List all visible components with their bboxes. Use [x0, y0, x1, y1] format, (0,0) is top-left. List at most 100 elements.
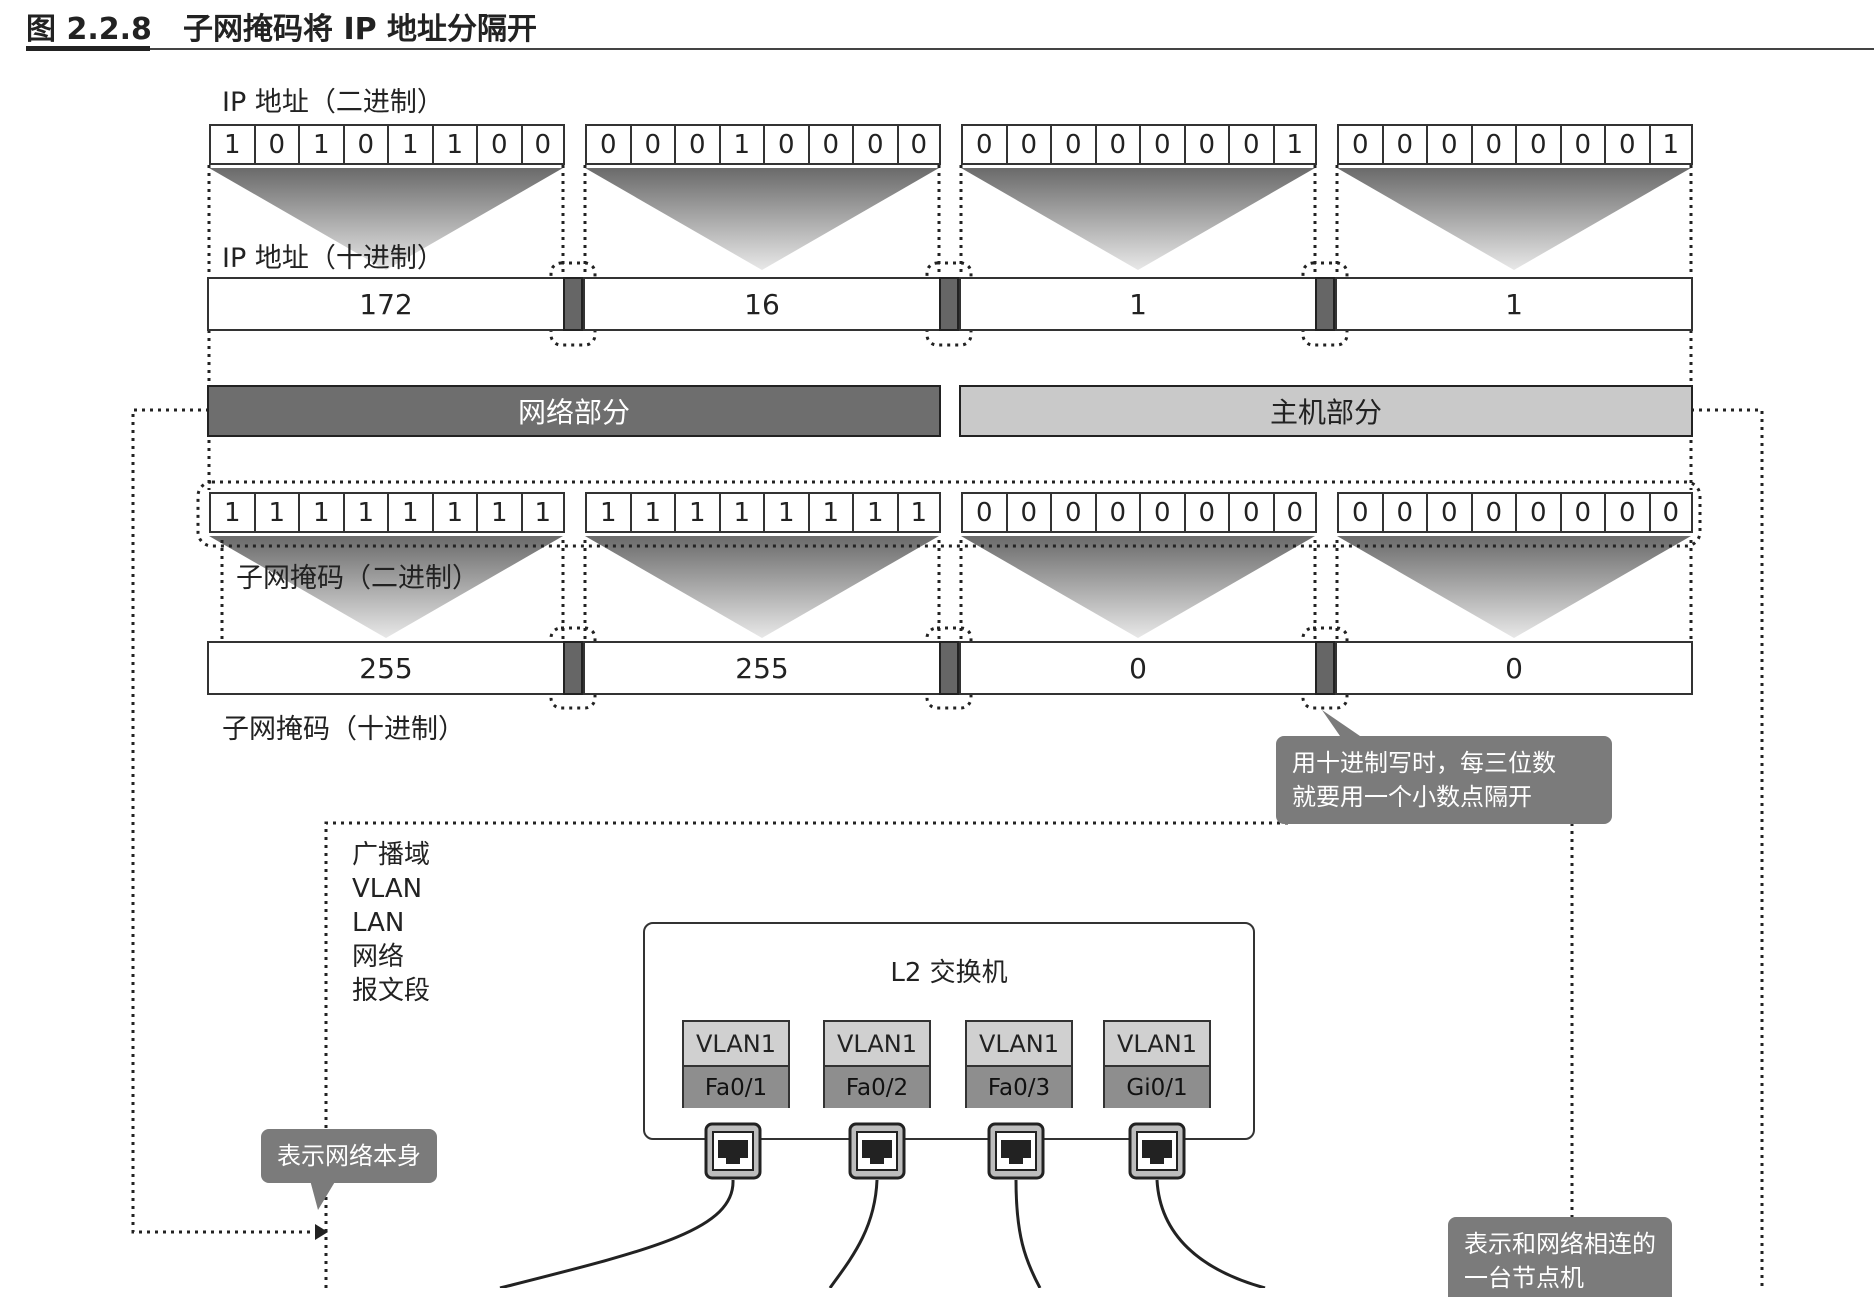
callout-line: 一台节点机 [1464, 1264, 1584, 1292]
vlan-label: VLAN1 [684, 1022, 788, 1067]
bit: 1 [585, 492, 630, 533]
mask-funnel-4 [1337, 536, 1691, 638]
bit: 0 [1094, 492, 1139, 533]
bit: 1 [807, 492, 852, 533]
bit: 0 [1426, 124, 1471, 165]
decimal-point-separator [939, 641, 959, 695]
bit: 0 [1648, 492, 1693, 533]
bit: 0 [1183, 124, 1228, 165]
callout-line: 就要用一个小数点隔开 [1292, 783, 1532, 811]
bit: 0 [1559, 124, 1604, 165]
term-broadcast-domain: 广播域 [352, 840, 431, 870]
bit: 0 [1559, 492, 1604, 533]
mask-binary-octet-4: 0 0 0 0 0 0 0 0 [1337, 492, 1693, 533]
switch-title: L2 交换机 [890, 958, 1008, 988]
bit: 1 [896, 492, 941, 533]
ethernet-port-icon [848, 1122, 906, 1180]
callout-line: 用十进制写时，每三位数 [1292, 749, 1556, 777]
bit: 1 [1648, 124, 1693, 165]
bit: 1 [298, 124, 343, 165]
mask-decimal-octet-1: 255 [207, 641, 565, 695]
ip-binary-octet-4: 0 0 0 0 0 0 0 1 [1337, 124, 1693, 165]
bit: 0 [1426, 492, 1471, 533]
network-part-bar: 网络部分 [207, 385, 941, 437]
bit: 1 [387, 492, 432, 533]
bit: 1 [520, 492, 565, 533]
bit: 0 [763, 124, 808, 165]
ip-decimal-octet-3: 1 [959, 277, 1317, 331]
bit: 0 [1050, 124, 1095, 165]
bit: 0 [1381, 124, 1426, 165]
label-ip-binary: IP 地址（二进制） [222, 87, 444, 118]
bit: 1 [387, 124, 432, 165]
bit: 1 [431, 124, 476, 165]
ethernet-port-icon [1128, 1122, 1186, 1180]
bit: 0 [1228, 124, 1273, 165]
bit: 1 [209, 492, 254, 533]
bit: 0 [476, 124, 521, 165]
ip-binary-octet-1: 1 0 1 0 1 1 0 0 [209, 124, 565, 165]
term-segment: 报文段 [352, 976, 431, 1006]
bit: 1 [298, 492, 343, 533]
bit: 0 [1005, 124, 1050, 165]
bit: 1 [763, 492, 808, 533]
caption-rule-accent [26, 46, 150, 51]
bit: 0 [1470, 492, 1515, 533]
bit: 1 [431, 492, 476, 533]
label-mask-decimal: 子网掩码（十进制） [222, 714, 465, 745]
term-lan: LAN [352, 908, 405, 938]
host-part-bar: 主机部分 [959, 385, 1693, 437]
ip-funnel-3 [961, 168, 1315, 270]
decimal-point-separator [1315, 277, 1335, 331]
bit: 0 [629, 124, 674, 165]
bit: 0 [961, 124, 1006, 165]
ip-funnel-4 [1337, 168, 1691, 270]
bit: 1 [342, 492, 387, 533]
mask-decimal-octet-2: 255 [583, 641, 941, 695]
bit: 0 [1515, 124, 1560, 165]
bit: 0 [1337, 492, 1382, 533]
callout-tail-dot-note [1322, 710, 1360, 736]
callout-node: 表示和网络相连的 一台节点机 [1448, 1217, 1672, 1297]
callout-tail-network-itself [310, 1180, 336, 1210]
callout-network-itself: 表示网络本身 [261, 1129, 437, 1183]
vlan-label: VLAN1 [967, 1022, 1071, 1067]
ip-funnel-1 [209, 168, 563, 270]
vlan-label: VLAN1 [825, 1022, 929, 1067]
bit: 1 [1272, 124, 1317, 165]
bit: 0 [1050, 492, 1095, 533]
bit: 0 [807, 124, 852, 165]
network-terms-list: 广播域 VLAN LAN 网络 报文段 [352, 838, 430, 1008]
ethernet-port-icon [987, 1122, 1045, 1180]
ip-binary-octet-2: 0 0 0 1 0 0 0 0 [585, 124, 941, 165]
mask-funnel-3 [961, 536, 1315, 638]
mask-funnel-2 [585, 536, 939, 638]
decimal-point-separator [563, 277, 583, 331]
bit: 0 [585, 124, 630, 165]
bit: 1 [718, 124, 763, 165]
decimal-point-separator [563, 641, 583, 695]
bit: 0 [1228, 492, 1273, 533]
port-label: Fa0/3 [967, 1067, 1071, 1108]
port-label: Fa0/1 [684, 1067, 788, 1108]
bit: 0 [1005, 492, 1050, 533]
label-mask-binary: 子网掩码（二进制） [236, 563, 479, 594]
switch-port-4: VLAN1 Gi0/1 [1103, 1020, 1211, 1108]
figure-title: 子网掩码将 IP 地址分隔开 [183, 12, 538, 47]
label-ip-decimal: IP 地址（十进制） [222, 243, 444, 274]
bit: 0 [961, 492, 1006, 533]
ip-decimal-octet-2: 16 [583, 277, 941, 331]
bit: 0 [1337, 124, 1382, 165]
port-label: Gi0/1 [1105, 1067, 1209, 1108]
bit: 0 [1183, 492, 1228, 533]
ip-decimal-octet-1: 172 [207, 277, 565, 331]
mask-binary-octet-2: 1 1 1 1 1 1 1 1 [585, 492, 941, 533]
bit: 1 [629, 492, 674, 533]
decimal-point-separator [939, 277, 959, 331]
bit: 0 [1381, 492, 1426, 533]
decimal-point-separator [1315, 641, 1335, 695]
ip-funnel-2 [585, 168, 939, 270]
ip-decimal-octet-4: 1 [1335, 277, 1693, 331]
